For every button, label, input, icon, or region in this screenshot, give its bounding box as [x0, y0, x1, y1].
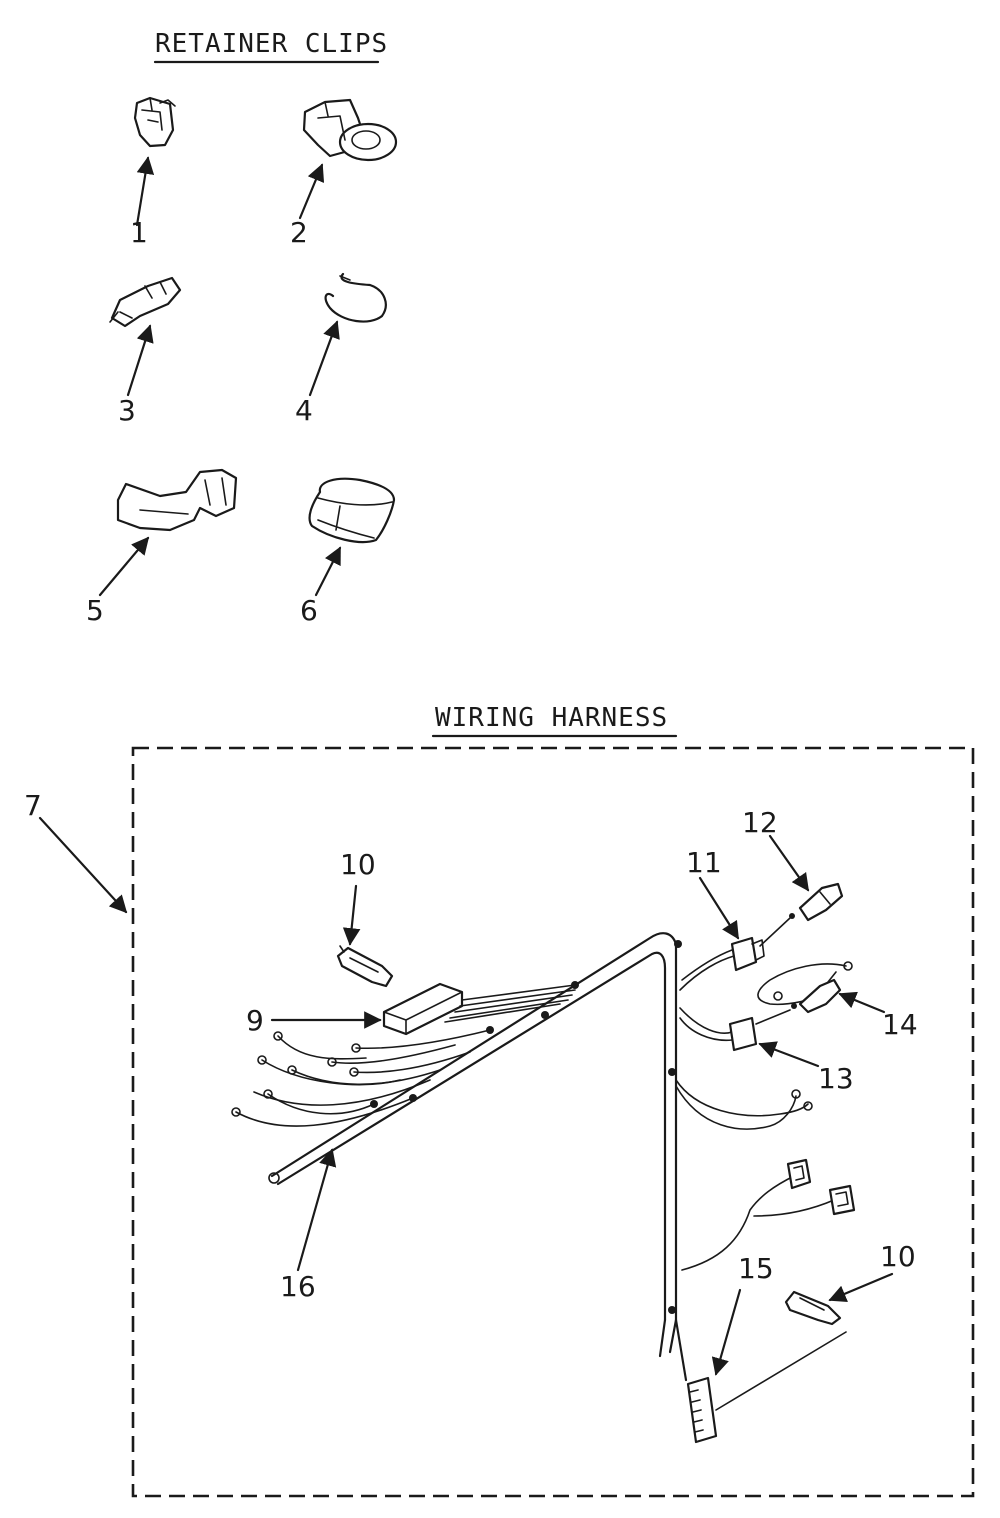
connector-13	[679, 961, 853, 1052]
connector-15	[686, 1331, 847, 1444]
terminal-12	[789, 882, 844, 922]
retainer-clips-title: RETAINER CLIPS	[155, 29, 388, 59]
retainer-clips-section: RETAINER CLIPS 1 2 3	[86, 29, 398, 627]
callout-3: 3	[118, 394, 136, 427]
callout-10-lower: 10	[880, 1240, 916, 1273]
callout-arrow-10-lower	[828, 1272, 894, 1302]
callout-12: 12	[742, 806, 778, 839]
callout-7: 7	[24, 789, 42, 822]
callout-4: 4	[295, 394, 313, 427]
retainer-clip-1	[133, 96, 176, 148]
callout-9: 9	[246, 1004, 264, 1037]
callout-arrow-10-upper	[342, 884, 361, 946]
callout-16: 16	[280, 1270, 316, 1303]
callout-arrow-5	[98, 536, 150, 597]
terminal-10-lower	[784, 1290, 842, 1326]
retainer-clip-6	[308, 477, 396, 544]
callout-arrow-13	[758, 1041, 820, 1068]
callout-arrow-12	[768, 834, 810, 892]
wiring-harness-title: WIRING HARNESS	[435, 703, 668, 733]
callout-6: 6	[300, 594, 318, 627]
callout-5: 5	[86, 594, 104, 627]
connector-9	[382, 982, 464, 1036]
callout-arrow-2	[298, 163, 325, 220]
connector-9-wires	[444, 984, 576, 1023]
callout-14: 14	[882, 1008, 918, 1041]
plug-connectors	[681, 1158, 856, 1271]
callout-13: 13	[818, 1062, 854, 1095]
callout-arrow-1	[135, 156, 155, 227]
terminal-14	[791, 971, 842, 1014]
retainer-clip-3	[109, 276, 182, 328]
right-wire-leads	[675, 1079, 813, 1130]
callout-arrow-14	[838, 991, 886, 1014]
callout-1: 1	[130, 216, 148, 249]
callout-15: 15	[738, 1252, 774, 1285]
connector-11	[679, 917, 791, 991]
callout-arrow-3	[126, 324, 154, 397]
retainer-clip-4	[324, 272, 387, 323]
harness-trunk	[270, 932, 688, 1382]
retainer-clip-2	[302, 98, 398, 162]
callout-arrow-4	[308, 320, 340, 397]
callout-arrow-6	[314, 546, 342, 597]
retainer-clip-5	[116, 468, 238, 532]
callout-2: 2	[290, 216, 308, 249]
callout-arrow-7	[38, 816, 128, 914]
left-wire-leads	[231, 1029, 491, 1127]
callout-11: 11	[686, 846, 722, 879]
terminal-10-upper	[336, 945, 394, 988]
callout-arrow-16	[296, 1148, 337, 1272]
callout-10-upper: 10	[340, 848, 376, 881]
callout-arrow-11	[698, 876, 740, 940]
trunk-end	[268, 1172, 280, 1184]
wiring-harness-boundary	[131, 746, 975, 1498]
wiring-harness-section: WIRING HARNESS 7	[24, 703, 975, 1498]
callout-arrow-15	[711, 1288, 742, 1376]
